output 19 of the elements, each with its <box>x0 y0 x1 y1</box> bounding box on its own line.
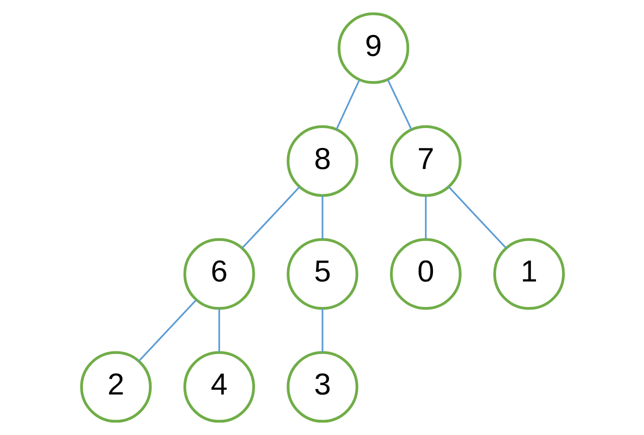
connector <box>386 79 412 130</box>
node-circle: 2 <box>80 351 152 423</box>
node-circle: 4 <box>182 351 255 423</box>
connector <box>448 186 506 249</box>
node-circle: 7 <box>389 125 462 197</box>
node-circle: 8 <box>286 125 358 197</box>
connector <box>218 308 220 352</box>
connector <box>424 195 426 240</box>
node-circle: 3 <box>286 351 358 423</box>
connector <box>138 299 196 362</box>
node-circle: 9 <box>337 12 409 84</box>
connector <box>240 186 300 249</box>
node-circle: 5 <box>286 238 358 310</box>
node-circle: 0 <box>389 238 462 310</box>
node-circle: 6 <box>182 238 255 310</box>
connector <box>335 80 360 130</box>
connector <box>321 308 323 352</box>
connector <box>321 195 323 240</box>
node-circle: 1 <box>492 238 564 310</box>
